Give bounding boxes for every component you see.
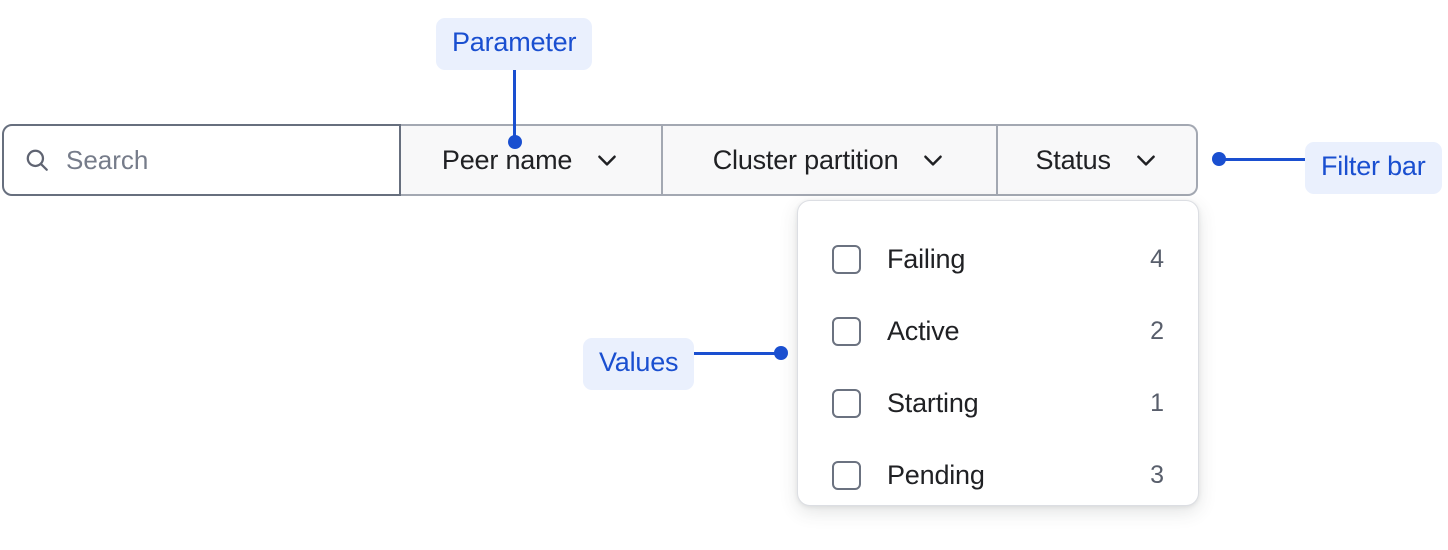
list-item[interactable]: Failing 4 xyxy=(832,223,1164,295)
filter-dropdown-peer-name[interactable]: Peer name xyxy=(401,124,663,196)
checkbox-active[interactable] xyxy=(832,316,861,346)
status-values-dropdown-panel: Failing 4 Active 2 Starting 1 Pending 3 xyxy=(797,200,1199,506)
annotation-leader-line-filter-bar xyxy=(1225,158,1309,161)
search-icon xyxy=(26,149,48,171)
checkbox-starting[interactable] xyxy=(832,388,861,418)
list-item-count: 4 xyxy=(1150,244,1164,273)
annotation-label-values: Values xyxy=(583,338,695,390)
list-item[interactable]: Active 2 xyxy=(832,295,1164,367)
chevron-down-icon xyxy=(598,155,617,166)
filter-dropdown-status-label: Status xyxy=(1035,144,1111,175)
annotation-label-filter-bar: Filter bar xyxy=(1305,142,1442,194)
checkbox-failing[interactable] xyxy=(832,244,861,274)
search-input[interactable] xyxy=(66,144,376,176)
list-item-count: 2 xyxy=(1150,316,1164,345)
list-item-label: Starting xyxy=(887,387,979,418)
annotation-leader-line-parameter xyxy=(513,64,516,142)
list-item-label: Active xyxy=(887,315,960,346)
list-item-label: Failing xyxy=(887,243,966,274)
annotation-endpoint-dot-filter-bar xyxy=(1212,152,1226,166)
list-item[interactable]: Pending 3 xyxy=(832,439,1164,511)
search-field[interactable] xyxy=(2,124,402,196)
chevron-down-icon xyxy=(1136,155,1155,166)
filter-dropdown-cluster-partition[interactable]: Cluster partition xyxy=(662,124,999,196)
list-item-label: Pending xyxy=(887,459,985,490)
list-item-count: 1 xyxy=(1150,388,1164,417)
annotation-leader-line-values xyxy=(693,352,779,355)
list-item-count: 3 xyxy=(1150,460,1164,489)
annotation-label-parameter: Parameter xyxy=(436,18,593,70)
list-item[interactable]: Starting 1 xyxy=(832,367,1164,439)
annotation-endpoint-dot-parameter xyxy=(508,135,522,149)
filter-bar: Peer name Cluster partition Status xyxy=(2,124,1198,196)
annotation-endpoint-dot-values xyxy=(774,346,788,360)
checkbox-pending[interactable] xyxy=(832,460,861,490)
chevron-down-icon xyxy=(924,155,943,166)
filter-dropdown-peer-name-label: Peer name xyxy=(441,144,573,175)
filter-dropdown-status[interactable]: Status xyxy=(998,124,1198,196)
filter-dropdown-cluster-partition-label: Cluster partition xyxy=(712,144,899,175)
